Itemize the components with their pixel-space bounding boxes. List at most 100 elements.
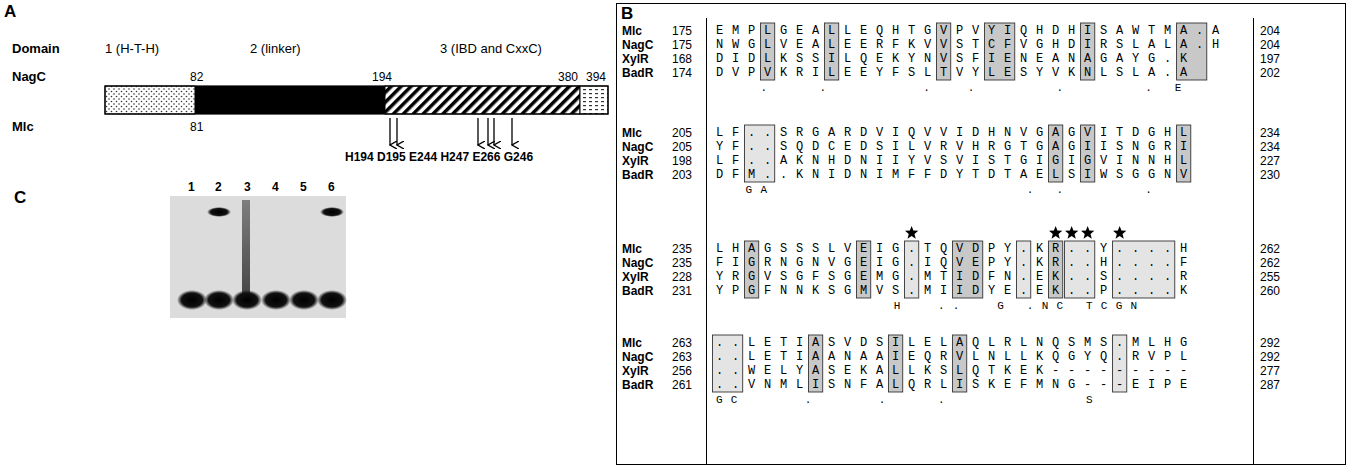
end-position: 204 xyxy=(1260,38,1280,52)
alignment-frame xyxy=(617,4,1346,465)
start-position: 235 xyxy=(672,242,692,256)
start-position: 168 xyxy=(672,52,692,66)
sequence-name: Mlc xyxy=(622,242,642,256)
sequence-name: BadR xyxy=(622,378,653,392)
sequence-row: D I D L K S S I L Q E K Y N V S F I E N … xyxy=(716,52,1188,66)
sequence-row: L F . . S R G A R D V I Q V V I D H N V … xyxy=(716,126,1188,140)
start-position: 263 xyxy=(672,350,692,364)
lane-number: 1 xyxy=(188,180,195,194)
end-position: 277 xyxy=(1260,364,1280,378)
start-position: 198 xyxy=(672,154,692,168)
start-position: 228 xyxy=(672,270,692,284)
lane-number: 4 xyxy=(272,180,279,194)
consensus-row: G A . . . xyxy=(716,183,1153,197)
star-markers xyxy=(905,226,1126,239)
end-position: 255 xyxy=(1260,270,1280,284)
sequence-name: BadR xyxy=(622,66,653,80)
sequence-row: L F . . A K N H D N I I Y V S V I S T G … xyxy=(716,154,1188,168)
protein-name: Mlc xyxy=(12,120,34,134)
sequence-name: BadR xyxy=(622,168,653,182)
sequence-name: NagC xyxy=(622,140,653,154)
sequence-name: XylR xyxy=(622,154,649,168)
protein-name: NagC xyxy=(12,70,46,84)
start-position: 263 xyxy=(672,336,692,350)
end-position: 234 xyxy=(1260,126,1280,140)
end-position: 227 xyxy=(1260,154,1280,168)
domain-bar xyxy=(105,86,608,114)
end-position: 262 xyxy=(1260,256,1280,270)
end-position: 197 xyxy=(1260,52,1280,66)
sequence-name: Mlc xyxy=(622,336,642,350)
sequence-row: L H A G S S S L V E I G . T Q V D P Y . … xyxy=(716,242,1188,256)
start-position: 203 xyxy=(672,168,692,182)
sequence-name: XylR xyxy=(622,52,649,66)
sequence-row: D V P V K R I L E E Y F S L T V Y L E S … xyxy=(716,66,1188,80)
domain-label: 2 (linker) xyxy=(250,42,301,56)
sequence-row: N W G L V E A L E E R F K V V S T C F V … xyxy=(716,38,1220,52)
end-position: 292 xyxy=(1260,350,1280,364)
sequence-name: NagC xyxy=(622,350,653,364)
end-position: 202 xyxy=(1260,66,1280,80)
position-number: 394 xyxy=(586,70,606,84)
mutation-arrows xyxy=(390,118,512,145)
sequence-row: . . L E T I A A N A A I E Q R V L N L L … xyxy=(716,350,1188,364)
conservation-boxes xyxy=(713,23,1207,392)
start-position: 174 xyxy=(672,66,692,80)
mutation-list: H194 D195 E244 H247 E266 G246 xyxy=(345,150,533,164)
sequence-row: Y R G V S G F S G E M G . M T I D F N . … xyxy=(716,270,1188,284)
lane-number: 5 xyxy=(300,180,307,194)
sequence-row: Y P G F N N K S G M V S . M I I D Y E . … xyxy=(716,284,1188,298)
sequence-row: F I G R N G N V G E I G . I Q V E P Y . … xyxy=(716,256,1188,270)
panel-letter: A xyxy=(4,2,16,22)
star-marker xyxy=(1049,226,1062,239)
sequence-row: E M P L G E A L L E Q H T G V P V Y I Q … xyxy=(716,24,1220,38)
start-position: 256 xyxy=(672,364,692,378)
sequence-name: XylR xyxy=(622,364,649,378)
start-position: 231 xyxy=(672,284,692,298)
start-position: 261 xyxy=(672,378,692,392)
lane-number: 3 xyxy=(244,180,251,194)
domain-label: 3 (IBD and CxxC) xyxy=(440,42,542,56)
star-marker xyxy=(1081,226,1094,239)
end-position: 234 xyxy=(1260,140,1280,154)
position-number: 81 xyxy=(190,120,203,134)
lane-number: 2 xyxy=(215,180,222,194)
sequence-row: D F M . . K N I D N I M F F D Y T D T A … xyxy=(716,168,1188,182)
star-marker xyxy=(905,226,918,239)
end-position: 230 xyxy=(1260,168,1280,182)
start-position: 175 xyxy=(672,24,692,38)
sequence-name: XylR xyxy=(622,270,649,284)
sequence-row: . . V N M L I S N F A L Q R L I S K E F … xyxy=(716,378,1188,392)
end-position: 287 xyxy=(1260,378,1280,392)
sequence-row: . . W E L Y A S E K A L L K S L Q T K E … xyxy=(716,364,1188,378)
start-position: 235 xyxy=(672,256,692,270)
start-position: 175 xyxy=(672,38,692,52)
panel-letter: B xyxy=(621,4,633,24)
star-marker xyxy=(1113,226,1126,239)
end-position: 260 xyxy=(1260,284,1280,298)
sequence-row: Y F . . S Q D C E D S I L V R V H R G T … xyxy=(716,140,1188,154)
sequence-name: BadR xyxy=(622,284,653,298)
end-position: 262 xyxy=(1260,242,1280,256)
axis-label: Domain xyxy=(12,42,60,56)
start-position: 205 xyxy=(672,126,692,140)
end-position: 204 xyxy=(1260,24,1280,38)
end-position: 292 xyxy=(1260,336,1280,350)
lane-number: 6 xyxy=(328,180,335,194)
domain-label: 1 (H-T-H) xyxy=(105,42,159,56)
consensus-row: G C . . . S xyxy=(716,393,1093,407)
sequence-row: . . L E T I A S V D S I L E L A Q L R L … xyxy=(716,336,1188,350)
start-position: 205 xyxy=(672,140,692,154)
sequence-name: Mlc xyxy=(622,126,642,140)
position-number: 380 xyxy=(558,70,578,84)
position-number: 194 xyxy=(372,70,392,84)
sequence-name: Mlc xyxy=(622,24,642,38)
sequence-name: NagC xyxy=(622,38,653,52)
gel-image xyxy=(170,196,347,318)
panel-letter: C xyxy=(14,188,26,208)
position-number: 82 xyxy=(190,70,203,84)
consensus-row: . . . . . . E xyxy=(716,81,1182,95)
consensus-row: H . . G . N C T C G N xyxy=(716,299,1138,313)
star-marker xyxy=(1065,226,1078,239)
